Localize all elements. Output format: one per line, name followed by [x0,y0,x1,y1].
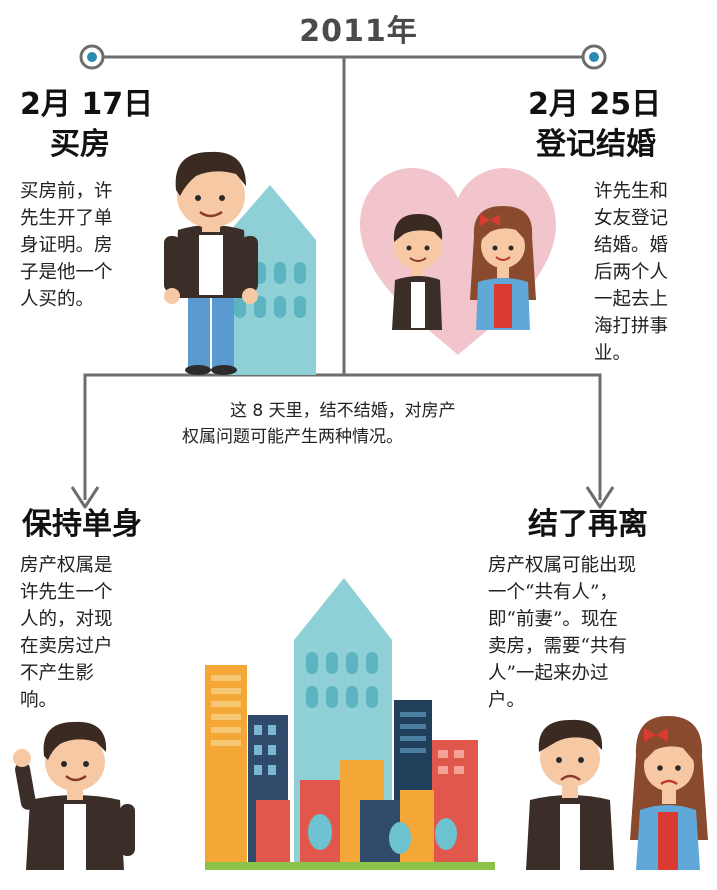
text-line: 海打拼事 [594,316,669,337]
text-line: 后两个人 [594,262,669,283]
text-line: 人买的。 [20,289,95,310]
timeline-lines [83,55,602,500]
text-line: 业。 [594,343,632,364]
text-line: 一起去上 [594,289,669,310]
text-line: 不产生影 [20,663,95,684]
text-line: 户。 [488,690,526,711]
right-event-title: 登记结婚 [536,127,656,162]
left-event-description: 买房前，许 先生开了单 身证明。房 子是他一个 人买的。 [20,178,113,313]
outcome-single-description: 房产权属是 许先生一个 人的，对现 在卖房过户 不产生影 响。 [20,552,113,714]
text-line: 许先生和 [594,181,669,202]
text-line: 房产权属是 [20,555,113,576]
text-line: 卖房，需要“共有 [488,636,627,657]
text-line: 人的，对现 [20,609,113,630]
text-line: 一个“共有人”， [488,582,618,603]
arrow-left-icon [70,486,100,509]
middle-note: 这 8 天里，结不结婚，对房产 权属问题可能产生两种情况。 [182,398,456,450]
left-event-title: 买房 [50,127,110,162]
right-event-description: 许先生和 女友登记 结婚。婚 后两个人 一起去上 海打拼事 业。 [594,178,668,367]
text-line: 响。 [20,690,58,711]
arrow-right-icon [585,486,615,509]
heart-couple-icon [360,168,556,355]
outcome-single-title: 保持单身 [22,507,142,542]
text-line: 身证明。房 [20,235,113,256]
sad-couple-icon [526,716,708,870]
text-line: 结婚。婚 [594,235,669,256]
year-title: 2011年 [299,14,418,49]
note-line: 这 8 天里，结不结婚，对房产 [230,401,456,421]
note-line: 权属问题可能产生两种情况。 [182,427,403,447]
left-event-date: 2月 17日 [20,87,154,122]
text-line: 许先生一个 [20,582,113,603]
man-waving-icon [13,721,135,870]
text-line: 女友登记 [594,208,669,229]
text-line: 子是他一个 [20,262,113,283]
text-line: 人”一起来办过 [488,663,609,684]
timeline-node-left [79,44,105,70]
city-buildings-icon [205,578,495,870]
outcome-divorce-description: 房产权属可能出现 一个“共有人”， 即“前妻”。现在 卖房，需要“共有 人”一起… [488,552,636,714]
man-character-icon [164,151,258,375]
text-line: 先生开了单 [20,208,113,229]
outcome-divorce-title: 结了再离 [528,507,648,542]
text-line: 买房前，许 [20,181,113,202]
text-line: 房产权属可能出现 [488,555,637,576]
text-line: 在卖房过户 [20,636,113,657]
right-event-date: 2月 25日 [528,87,662,122]
text-line: 即“前妻”。现在 [488,609,618,630]
timeline-node-right [581,44,607,70]
